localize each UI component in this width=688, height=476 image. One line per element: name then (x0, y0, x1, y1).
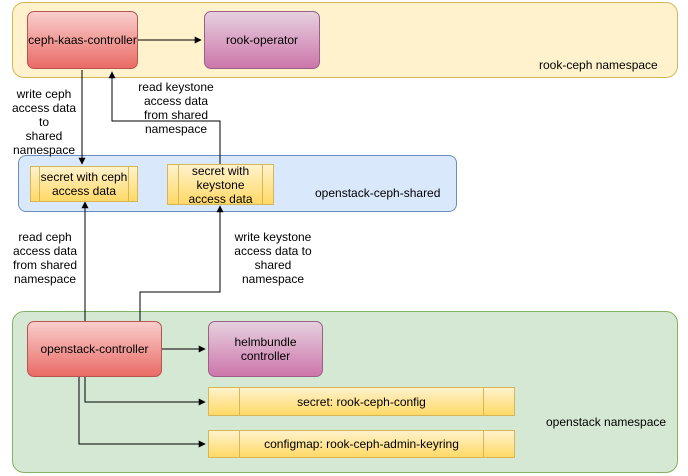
openstack-controller-node[interactable]: openstack-controller (27, 321, 162, 377)
secret-keystone-access-node[interactable]: secret with keystone access data (167, 163, 274, 206)
secret-rook-ceph-config-label: secret: rook-ceph-config (297, 394, 426, 409)
configmap-admin-keyring-label: configmap: rook-ceph-admin-keyring (264, 437, 459, 451)
helmbundle-controller-node[interactable]: helmbundle controller (208, 321, 323, 377)
secret-rook-ceph-config-node[interactable]: secret: rook-ceph-config (208, 387, 515, 416)
openstack-namespace-label: openstack namespace (546, 415, 667, 429)
edge-label-write-keystone: write keystone access data to shared nam… (234, 230, 312, 286)
edge-label-read-ceph: read ceph access data from shared namesp… (12, 230, 78, 286)
openstack-controller-label: openstack-controller (40, 342, 149, 356)
helmbundle-controller-label: helmbundle controller (234, 335, 297, 363)
rook-operator-node[interactable]: rook-operator (204, 11, 320, 69)
edge-openstack-to-rook-ceph-config (84, 376, 206, 406)
configmap-admin-keyring-node[interactable]: configmap: rook-ceph-admin-keyring (208, 430, 515, 458)
ceph-kaas-controller-label: ceph-kaas-controller (28, 33, 137, 47)
rook-operator-label: rook-operator (225, 33, 299, 47)
secret-ceph-access-label: secret with ceph access data (40, 170, 128, 198)
edge-secret-keystone-to-kaas (108, 71, 221, 164)
rook-ceph-namespace-label: rook-ceph namespace (539, 58, 658, 72)
secret-keystone-access-label: secret with keystone access data (188, 163, 253, 206)
openstack-ceph-shared-label: openstack-ceph-shared (315, 186, 441, 200)
edge-label-write-ceph: write ceph access data to shared namespa… (11, 87, 77, 157)
edge-label-read-keystone: read keystone access data from shared na… (138, 80, 214, 136)
edge-openstack-to-admin-keyring (78, 376, 206, 448)
ceph-kaas-controller-node[interactable]: ceph-kaas-controller (27, 11, 138, 69)
edge-openstack-to-secret-keystone (139, 205, 224, 322)
secret-ceph-access-node[interactable]: secret with ceph access data (30, 166, 138, 202)
